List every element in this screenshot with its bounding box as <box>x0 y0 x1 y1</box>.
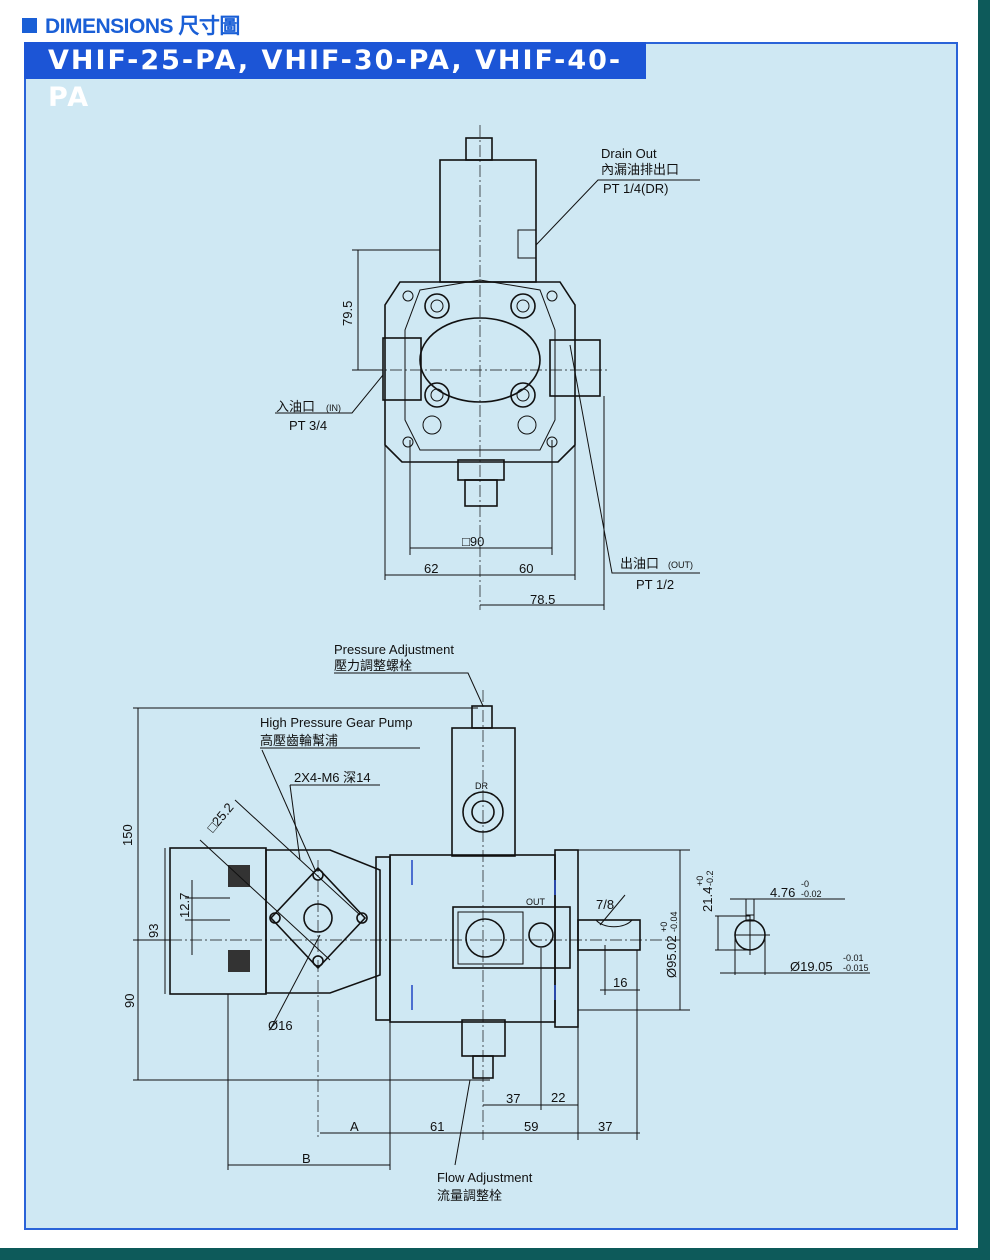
dim-key-4-76: 4.76 <box>770 885 795 900</box>
pressure-adjustment-label-zh: 壓力調整螺栓 <box>334 658 412 673</box>
square-bullet-icon <box>22 17 37 33</box>
dim-62: 62 <box>424 561 438 576</box>
outlet-label: (OUT) <box>668 560 693 570</box>
drain-out-thread: PT 1/4(DR) <box>603 181 669 196</box>
top-view-dimensions <box>275 179 700 610</box>
dim-21-4-group: 21.4 +0 -0.2 <box>695 870 715 912</box>
drain-out-label: Drain Out <box>601 146 657 161</box>
top-view-pump <box>370 125 610 610</box>
dim-79-5: 79.5 <box>340 301 355 326</box>
dim-37-a: 37 <box>506 1091 520 1106</box>
out-port-label: OUT <box>526 897 546 907</box>
dim-key-tol-lower: -0.02 <box>801 889 822 899</box>
dr-port-label: DR <box>475 781 488 791</box>
dim-12-7: 12.7 <box>177 893 192 918</box>
dim-60: 60 <box>519 561 533 576</box>
drain-out-label-zh: 內漏油排出口 <box>601 162 679 177</box>
outlet-label-zh: 出油口 <box>620 556 659 571</box>
gear-pump-label: High Pressure Gear Pump <box>260 715 412 730</box>
dim-key-tol-upper: -0 <box>801 879 809 889</box>
bolt-spec: 2X4-M6 深14 <box>294 770 371 785</box>
dim-shaft-tol-upper: -0.01 <box>843 953 864 963</box>
side-view-pump <box>150 690 680 1140</box>
dim-21-4-tol-lower: -0.2 <box>705 870 715 886</box>
dim-95-02-tol-upper: +0 <box>659 922 669 932</box>
shaft-section-detail <box>715 898 870 975</box>
dim-square-90: □90 <box>462 534 484 549</box>
dim-21-4: 21.4 <box>700 887 715 912</box>
dim-150: 150 <box>120 824 135 846</box>
gear-pump-label-zh: 高壓齒輪幫浦 <box>260 733 338 748</box>
dim-16: 16 <box>613 975 627 990</box>
dim-78-5: 78.5 <box>530 592 555 607</box>
dim-59: 59 <box>524 1119 538 1134</box>
dim-37-b: 37 <box>598 1119 612 1134</box>
section-heading: DIMENSIONS 尺寸圖 <box>22 10 240 40</box>
dim-square-25-2: □25.2 <box>204 800 237 835</box>
pressure-adjustment-label: Pressure Adjustment <box>334 642 454 657</box>
section-title: DIMENSIONS 尺寸圖 <box>45 15 240 38</box>
inlet-label: (IN) <box>326 403 341 413</box>
dim-7-8: 7/8 <box>596 897 614 912</box>
dim-shaft-tol-lower: -0.015 <box>843 963 869 973</box>
dim-B: B <box>302 1151 311 1166</box>
dim-95-02: Ø95.02 <box>664 935 679 978</box>
dim-90: 90 <box>122 994 137 1008</box>
flow-adjustment-label-zh: 流量調整栓 <box>437 1188 502 1203</box>
side-view-dimensions <box>133 672 690 1170</box>
outlet-thread: PT 1/2 <box>636 577 674 592</box>
dim-shaft-19-05: Ø19.05 <box>790 959 833 974</box>
dim-95-02-tol-lower: -0.04 <box>669 911 679 932</box>
flow-adjustment-label: Flow Adjustment <box>437 1170 533 1185</box>
dim-phi-16: Ø16 <box>268 1018 293 1033</box>
dim-22: 22 <box>551 1090 565 1105</box>
drawing-panel <box>24 42 958 1230</box>
model-title-bar: VHIF-25-PA, VHIF-30-PA, VHIF-40-PA <box>24 42 646 113</box>
dim-95-02-group: Ø95.02 +0 -0.04 <box>659 911 679 978</box>
dim-21-4-tol-upper: +0 <box>695 876 705 886</box>
inlet-label-zh: 入油口 <box>276 399 315 414</box>
dim-61: 61 <box>430 1119 444 1134</box>
dim-A: A <box>350 1119 359 1134</box>
inlet-thread: PT 3/4 <box>289 418 327 433</box>
dim-93: 93 <box>146 924 161 938</box>
